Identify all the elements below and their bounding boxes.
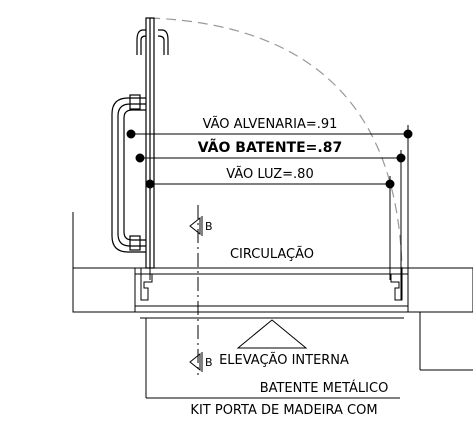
dim-vao-luz-label: VÃO LUZ=.80 [226,166,313,182]
door-swing-arc [149,17,403,269]
wall-left [72,212,136,313]
dim-vao-alvenaria-label: VÃO ALVENARIA=.91 [203,116,338,132]
door-frame [134,267,409,319]
circulacao-label: CIRCULAÇÃO [230,246,314,262]
section-mark-top-letter: B [205,220,213,233]
kit-label: KIT PORTA DE MADEIRA COM [190,403,377,418]
elevacao-label: ELEVAÇÃO INTERNA [219,352,349,368]
door-hook-hardware [136,29,169,55]
batente-label: BATENTE METÁLICO [260,380,389,396]
elevation-triangle [236,319,308,349]
dim-vao-luz [145,176,395,280]
dim-vao-batente [135,150,406,300]
dim-vao-batente-label: VÃO BATENTE=.87 [198,139,342,156]
section-mark-bottom-letter: B [205,356,213,369]
callout-leader [145,318,400,399]
section-mark-bottom [189,352,203,372]
section-mark-top [189,216,203,236]
door-handle [111,94,146,253]
wall-right [407,267,473,371]
